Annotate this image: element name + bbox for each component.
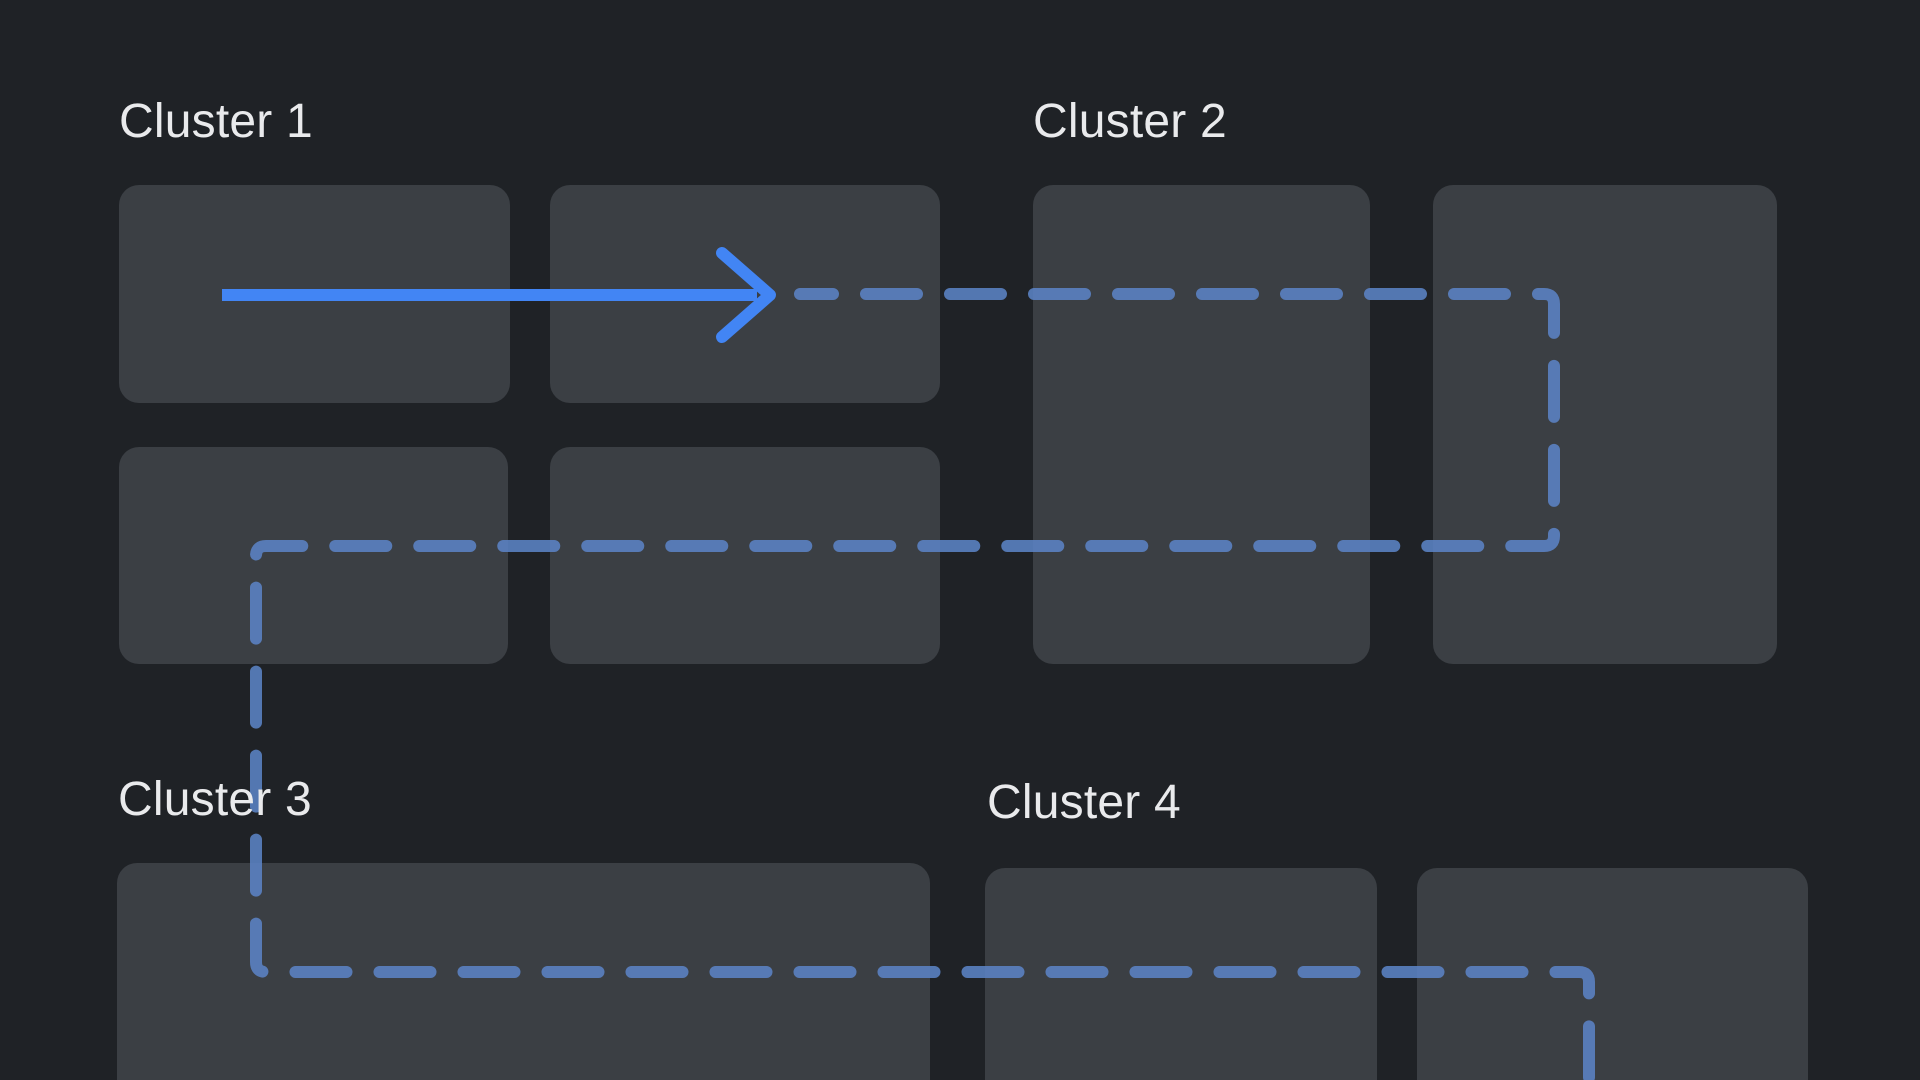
cluster1-node-3 xyxy=(119,447,508,664)
cluster3-label: Cluster 3 xyxy=(118,773,312,826)
cluster2-node-2 xyxy=(1433,185,1777,664)
cluster4-label: Cluster 4 xyxy=(987,776,1181,829)
cluster1-node-4 xyxy=(550,447,940,664)
arrow-right-head-icon xyxy=(716,247,776,343)
dashed-connector-path xyxy=(250,288,1595,1080)
cluster1-label: Cluster 1 xyxy=(119,95,313,148)
cluster2-node-1 xyxy=(1033,185,1370,664)
cluster2-label: Cluster 2 xyxy=(1033,95,1227,148)
